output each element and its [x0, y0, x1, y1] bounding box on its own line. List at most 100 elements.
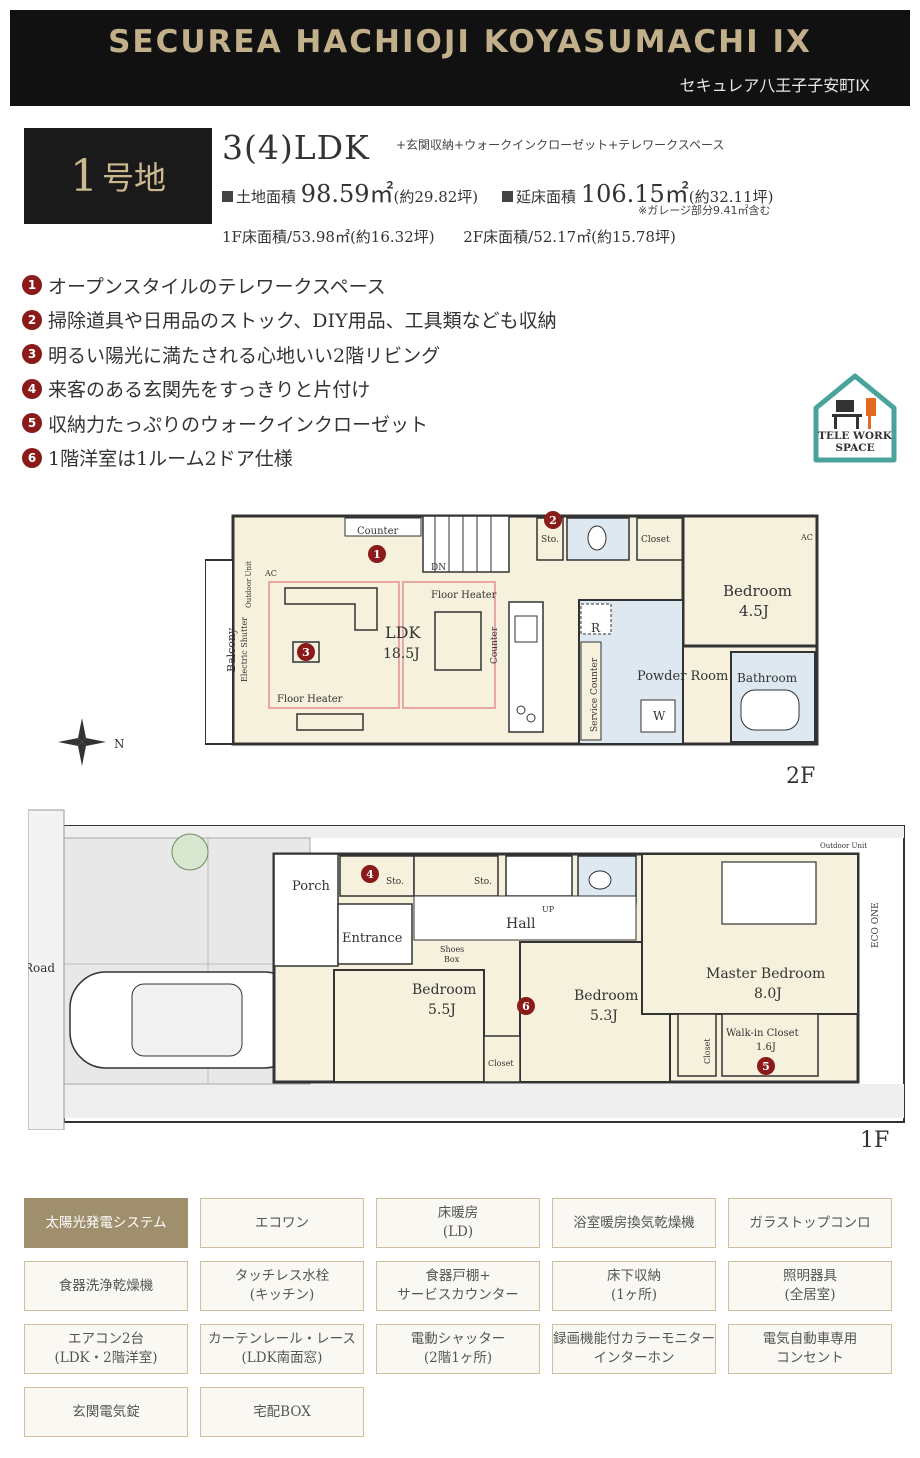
lot-number-box: 1 号地 [24, 128, 212, 224]
label-service-counter: Service Counter [590, 657, 600, 732]
equip-cell: エアコン2台(LDK・2階洋室) [24, 1324, 188, 1374]
equip-line2: コンセント [776, 1350, 844, 1366]
feature-text: 掃除道具や日用品のストック、DIY用品、工具類なども収納 [48, 310, 557, 333]
label-bedroom-size: 4.5J [739, 602, 769, 620]
feature-text: オープンスタイルのテレワークスペース [48, 275, 386, 298]
title-en: SECUREA HACHIOJI KOYASUMACHI IX [108, 24, 812, 60]
gravel-strip [64, 826, 904, 838]
label-closet-b: Closet [703, 1038, 712, 1064]
floor-label-2f: 2F [786, 764, 816, 789]
equip-cell: 食器戸棚+ サービスカウンター [376, 1261, 540, 1311]
label-ldk-size: 18.5J [383, 646, 420, 662]
equip-cell: エコワン [200, 1198, 364, 1248]
marker-2-label: 2 [549, 514, 557, 527]
label-sto: Sto. [541, 535, 559, 545]
label-wic-size: 1.6J [756, 1042, 776, 1053]
tv-board [296, 713, 364, 731]
service-counter [580, 641, 602, 741]
label-sto-a: Sto. [386, 877, 404, 887]
equip-line1: 食器戸棚+ [425, 1268, 491, 1284]
header-banner: SECUREA HACHIOJI KOYASUMACHI IX セキュレア八王子… [10, 10, 910, 106]
feature-text: 収納力たっぷりのウォークインクローゼット [48, 413, 429, 436]
road-strip [28, 809, 65, 1130]
marker-6-label: 6 [522, 1000, 530, 1013]
equip-cell: 照明器具(全居室) [728, 1261, 892, 1311]
label-outdoor-unit-1f: Outdoor Unit [820, 842, 867, 850]
washing-machine [640, 699, 676, 733]
label-dn: DN [431, 563, 446, 573]
marker-3-label: 3 [302, 646, 310, 659]
equip-cell: 浴室暖房換気乾燥機 [552, 1198, 716, 1248]
label-outdoor-unit: Outdoor Unit [245, 561, 253, 608]
label-bedroom-a-size: 5.5J [428, 1002, 456, 1018]
filled-square-icon [502, 191, 514, 202]
lot-number: 1 [69, 150, 98, 202]
equip-line1: タッチレス水栓 [234, 1268, 330, 1284]
area-row: 土地面積 98.59㎡(約29.82坪) 延床面積 106.15㎡(約32.11… [222, 174, 773, 209]
floor-area-row: 1F床面積/53.98㎡(約16.32坪) 2F床面積/52.17㎡(約15.7… [222, 226, 676, 247]
label-counter-v: Counter [490, 626, 500, 664]
sofa [284, 587, 378, 631]
label-bedroom-b-size: 5.3J [590, 1008, 618, 1024]
label-eco-one: ECO ONE [871, 902, 881, 948]
stove-burner [516, 705, 526, 715]
porch [273, 853, 339, 967]
equip-line2: (LDK南面窓) [241, 1350, 323, 1366]
number-badge: 4 [22, 378, 42, 399]
entrance [337, 903, 413, 965]
label-r: R [591, 621, 601, 635]
equip-line2: (LD) [442, 1224, 474, 1240]
sink [514, 615, 538, 643]
telework-space-icon: TELE WORK SPACE [813, 373, 897, 463]
equip-line2: (1ヶ所) [610, 1287, 658, 1303]
garage-note: ※ガレージ部分9.41㎡含む [638, 204, 771, 217]
equip-cell: 宅配BOX [200, 1387, 364, 1437]
closet-1f-a [483, 1035, 521, 1083]
equip-line1: 照明器具 [783, 1268, 837, 1284]
marker-5-label: 5 [762, 1060, 770, 1073]
equip-line1: 床暖房 [437, 1205, 479, 1221]
label-sto-b: Sto. [474, 877, 492, 887]
equip-cell: 録画機能付カラーモニターインターホン [552, 1324, 716, 1374]
gravel-strip [64, 1084, 904, 1118]
f2-area: 2F床面積/52.17㎡(約15.78坪) [463, 228, 676, 246]
feature-text: 来客のある玄関先をすっきりと片付け [48, 379, 371, 402]
plan-extra: +玄関収納+ウォークインクローゼット+テレワークスペース [396, 138, 725, 152]
land-value: 98.59㎡ [300, 180, 394, 208]
number-badge: 5 [22, 413, 42, 434]
marker-1-icon [368, 545, 386, 563]
equip-line1: 録画機能付カラーモニター [553, 1331, 715, 1347]
equip-line1: 玄関電気錠 [72, 1403, 140, 1420]
label-ac: AC [800, 533, 813, 542]
equip-line1: 宅配BOX [253, 1403, 311, 1420]
telework-line2: SPACE [835, 442, 874, 454]
lot-suffix: 号地 [101, 159, 166, 197]
label-bedroom-a: Bedroom [412, 982, 476, 998]
label-master: Master Bedroom [706, 966, 825, 982]
label-bathroom: Bathroom [737, 671, 798, 685]
equip-line1: 太陽光発電システム [45, 1214, 167, 1231]
label-electric-shutter: Electric Shutter [240, 617, 249, 682]
compass-n: N [114, 737, 125, 751]
equip-cell: タッチレス水栓(キッチン) [200, 1261, 364, 1311]
marker-2-icon [544, 511, 562, 529]
telework-line1: TELE WORK [818, 430, 893, 442]
land-tsubo: (約29.82坪) [393, 188, 479, 206]
equip-line1: ガラストップコンロ [749, 1214, 871, 1231]
label-ac-ldk: AC [264, 569, 277, 578]
number-badge: 1 [22, 275, 42, 296]
plan-type: 3(4)LDK [222, 128, 370, 167]
equip-cell: 電動シャッター(2階1ヶ所) [376, 1324, 540, 1374]
floor-label-1f: 1F [860, 1128, 890, 1153]
feature-item: 4 来客のある玄関先をすっきりと片付け [22, 372, 557, 407]
label-floor-heater-b: Floor Heater [431, 590, 497, 601]
f1-area: 1F床面積/53.98㎡(約16.32坪) [222, 228, 435, 246]
equip-line1: エコワン [255, 1214, 309, 1231]
equip-cell: 電気自動車専用コンセント [728, 1324, 892, 1374]
staircase-1f [505, 855, 573, 897]
equip-line2: サービスカウンター [397, 1287, 519, 1303]
number-badge: 6 [22, 447, 42, 468]
equip-line1: エアコン2台 [67, 1331, 145, 1347]
